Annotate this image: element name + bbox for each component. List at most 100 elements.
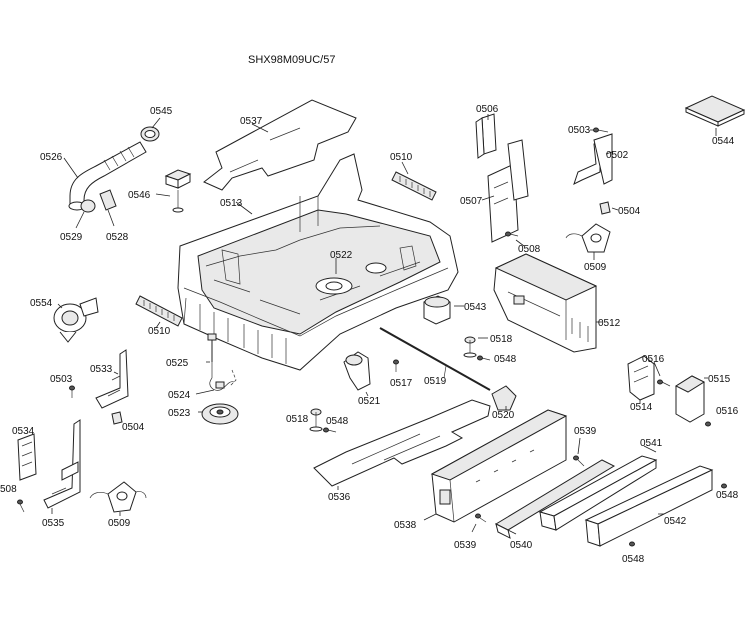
screw-0539-top-part xyxy=(573,455,585,467)
part-label-0548-right: 0548 xyxy=(716,490,739,501)
part-label-0519: 0519 xyxy=(424,376,447,387)
part-label-0533: 0533 xyxy=(90,364,113,375)
wire-0524-part xyxy=(209,369,237,391)
part-label-0509-top: 0509 xyxy=(584,262,607,273)
part-label-0502: 0502 xyxy=(606,150,629,161)
part-label-0542: 0542 xyxy=(664,516,687,527)
part-label-0525: 0525 xyxy=(166,358,189,369)
control-housing-part xyxy=(493,253,598,353)
screw-0503-top-part xyxy=(593,127,609,133)
screw-0508-part xyxy=(505,231,519,237)
base-tub-part xyxy=(177,153,459,371)
part-label-0515: 0515 xyxy=(708,374,731,385)
part-label-0510-left: 0510 xyxy=(148,326,171,337)
part-label-0538: 0538 xyxy=(394,520,417,531)
cap-0520-part xyxy=(491,385,517,411)
diagram-title: SHX98M09UC/57 xyxy=(248,54,335,66)
part-label-0536: 0536 xyxy=(328,492,351,503)
part-label-0521: 0521 xyxy=(358,396,381,407)
screw-0548-top-part xyxy=(477,355,491,361)
screw-0518-bottom-part xyxy=(309,408,323,432)
part-label-0529: 0529 xyxy=(60,232,83,243)
cover-0515-part xyxy=(674,375,706,423)
part-label-0545: 0545 xyxy=(150,106,173,117)
screw-0516-bottom-part xyxy=(705,421,711,427)
bar-0540-part xyxy=(494,459,616,539)
clip-0504-top-part xyxy=(599,201,611,215)
pump-0554-part xyxy=(53,297,99,343)
part-label-0546: 0546 xyxy=(128,190,151,201)
part-label-0540: 0540 xyxy=(510,540,533,551)
part-label-0543: 0543 xyxy=(464,302,487,313)
bracket-0507-part xyxy=(487,139,529,243)
part-label-0508-top: 0508 xyxy=(518,244,541,255)
part-label-0544: 0544 xyxy=(712,136,735,147)
pressure-switch-0509-top-part xyxy=(565,223,611,253)
part-label-0554: 0554 xyxy=(30,298,53,309)
part-label-0503-top: 0503 xyxy=(568,125,591,136)
part-label-0526: 0526 xyxy=(40,152,63,163)
clip-0528-part xyxy=(99,189,117,211)
part-label-0518-top: 0518 xyxy=(490,334,513,345)
part-label-0504-left: 0504 xyxy=(122,422,145,433)
part-label-0548-mid: 0548 xyxy=(326,416,349,427)
bracket-0533-part xyxy=(95,349,129,409)
screw-0517-part xyxy=(393,359,399,372)
part-label-0528: 0528 xyxy=(106,232,129,243)
part-label-0508-left: 508 xyxy=(0,484,17,495)
part-label-0516-bottom: 0516 xyxy=(716,406,739,417)
part-label-0537: 0537 xyxy=(240,116,263,127)
part-label-0513: 0513 xyxy=(220,198,243,209)
part-label-0541: 0541 xyxy=(640,438,663,449)
sensor-0525-part xyxy=(207,333,217,378)
part-label-0512: 0512 xyxy=(598,318,621,329)
panel-0542-part xyxy=(584,465,714,547)
cover-0544-part xyxy=(684,95,746,127)
screw-0548-right-part xyxy=(721,483,727,489)
clip-0504-left-part xyxy=(111,411,123,425)
hose-clamp-part xyxy=(140,126,160,142)
part-label-0539-top: 0539 xyxy=(574,426,597,437)
part-label-0517: 0517 xyxy=(390,378,413,389)
rod-0519-part xyxy=(379,327,491,391)
panel-0541-part xyxy=(538,455,658,531)
impeller-0523-part xyxy=(201,403,239,425)
part-label-0504-top: 0504 xyxy=(618,206,641,217)
clamp-0529-part xyxy=(80,199,96,213)
screw-0503-left-part xyxy=(69,385,75,398)
bracket-0514-part xyxy=(627,355,655,401)
screw-0548-mid-part xyxy=(323,427,337,433)
pressure-switch-0509-bottom-part xyxy=(89,481,147,513)
bracket-0502-part xyxy=(573,133,613,185)
bracket-0535-part xyxy=(43,419,81,509)
part-label-0539-bottom: 0539 xyxy=(454,540,477,551)
screw-508-part xyxy=(17,499,25,513)
part-label-0520: 0520 xyxy=(492,410,515,421)
bracket-0534-part xyxy=(17,433,37,481)
part-label-0503-left: 0503 xyxy=(50,374,73,385)
nozzle-0521-part xyxy=(343,351,371,391)
screw-0518-top-part xyxy=(463,336,477,358)
valve-0543-part xyxy=(423,295,451,325)
part-label-0518-bottom: 0518 xyxy=(286,414,309,425)
part-label-0510-top: 0510 xyxy=(390,152,413,163)
panel-0536-part xyxy=(313,399,491,487)
screw-0539-bottom-part xyxy=(475,513,487,523)
screw-0516-top-part xyxy=(657,379,671,387)
part-label-0507: 0507 xyxy=(460,196,483,207)
part-label-0506: 0506 xyxy=(476,104,499,115)
screw-0548-bottom-part xyxy=(629,541,635,547)
part-label-0548-bottom: 0548 xyxy=(622,554,645,565)
switch-0546-part xyxy=(164,169,192,213)
part-label-0516-top: 0516 xyxy=(642,354,665,365)
rail-0510-top-part xyxy=(391,171,437,201)
part-label-0514: 0514 xyxy=(630,402,653,413)
bracket-0506-part xyxy=(475,113,497,159)
part-label-0522: 0522 xyxy=(330,250,353,261)
rail-0510-left-part xyxy=(135,295,183,327)
part-label-0548-top: 0548 xyxy=(494,354,517,365)
top-plate-part xyxy=(203,99,357,191)
part-label-0524: 0524 xyxy=(168,390,191,401)
part-label-0535: 0535 xyxy=(42,518,65,529)
